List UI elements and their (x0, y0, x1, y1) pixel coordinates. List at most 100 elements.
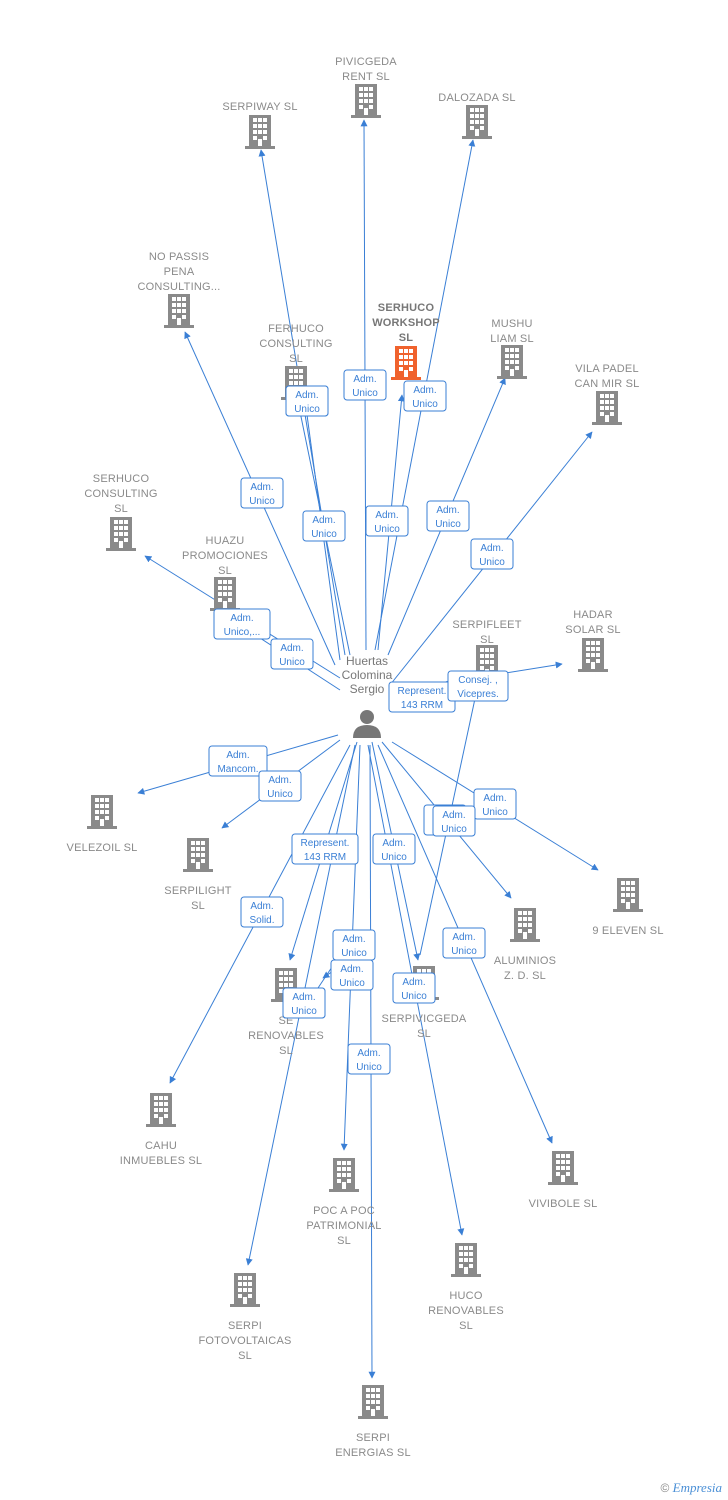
edge-label-box (432, 805, 476, 837)
edge-label-text: Adm.Unico (441, 810, 467, 835)
edge-label-text: Adm.Unico (291, 992, 317, 1017)
edge-label-text: Adm.Unico (381, 838, 407, 863)
edge-label-text: Represent.143 RRM (301, 838, 350, 863)
edge-label-mushu[interactable]: Adm.Unico (426, 500, 470, 532)
edge-label-huazu[interactable]: Adm.Unico (270, 638, 314, 670)
edge-label-box (332, 929, 376, 961)
edge-label-nineeleven[interactable]: Adm.Unico (473, 788, 517, 820)
edge-label-text: Adm.Unico,... (224, 613, 261, 638)
edge-label-text: Adm.Mancom. (217, 750, 258, 775)
edge-label-text: Adm.Unico (341, 934, 367, 959)
building-icon (183, 838, 213, 872)
edge-label-ferhuco[interactable]: Adm.Unico (302, 510, 346, 542)
edge-label-box (347, 1043, 391, 1075)
edge-label-box (270, 638, 314, 670)
company-node-nineeleven[interactable]: 9 ELEVEN SL (592, 878, 663, 937)
edge-label-text: Adm.Unico (249, 482, 275, 507)
building-icon (245, 115, 275, 149)
edge-label-serpivicgeda[interactable]: Adm.Unico (372, 833, 416, 865)
edge-label-box (258, 770, 302, 802)
edge-label-box (291, 833, 359, 865)
edge-label-box (365, 505, 409, 537)
edge-label-serhucoconsulting[interactable]: Adm.Unico,... (213, 608, 271, 640)
company-node-vivibole[interactable]: VIVIBOLE SL (529, 1151, 598, 1210)
edge-label-text: Adm.Unico (294, 390, 320, 415)
edge-label-hucorenovables[interactable]: Adm.Unico (392, 972, 436, 1004)
company-node-dalozada[interactable]: DALOZADA SL (438, 92, 516, 139)
edge-label-box (240, 477, 284, 509)
edge-label-box (343, 369, 387, 401)
edge-label-nopassis[interactable]: Adm.Unico (240, 477, 284, 509)
edge-label-vivibole[interactable]: Adm.Unico (442, 927, 486, 959)
copyright-symbol: © (660, 1481, 670, 1495)
company-label: DALOZADA SL (438, 92, 515, 104)
edge-label-text: Adm.Unico (311, 515, 337, 540)
edge-label-ferhuco[interactable]: Adm.Unico (285, 385, 329, 417)
company-node-serpiway[interactable]: SERPIWAY SL (222, 101, 297, 149)
edge-label-text: Adm.Unico (401, 977, 427, 1002)
edge-label-pocapoc[interactable]: Adm.Unico (332, 929, 376, 961)
edge-label-serpilight[interactable]: Adm.Unico (258, 770, 302, 802)
company-node-velezoil[interactable]: VELEZOIL SL (67, 795, 138, 854)
edge-label-hadar[interactable]: Consej. ,Vicepres. (447, 670, 509, 702)
edge-label-pivicgeda[interactable]: Adm.Unico (343, 369, 387, 401)
edge-label-text: Adm.Unico (479, 543, 505, 568)
edge-label-text: Adm.Unico (451, 932, 477, 957)
edge-label-text: Adm.Unico (352, 374, 378, 399)
edge-label-box (213, 608, 271, 640)
edge-label-text: Adm.Unico (482, 793, 508, 818)
edge-label-box (442, 927, 486, 959)
edge-label-cahu[interactable]: Adm.Solid. (240, 896, 284, 928)
edge-label-box (302, 510, 346, 542)
building-icon (510, 908, 540, 942)
edge-label-serhucoworkshop[interactable]: Adm.Unico (365, 505, 409, 537)
edge-label-box (447, 670, 509, 702)
edge-label-text: Adm.Unico (339, 964, 365, 989)
edge-label-serpifleet[interactable]: Represent.143 RRM (388, 681, 456, 713)
edge-label-serpifotovoltaicas[interactable]: Adm.Unico (282, 987, 326, 1019)
company-label: 9 ELEVEN SL (592, 925, 663, 937)
footer-brand[interactable]: © Empresia (660, 1480, 722, 1496)
edge-label-serpirenovables[interactable]: Adm.Unico (330, 959, 374, 991)
edge-label-dalozada[interactable]: Adm.Unico (403, 380, 447, 412)
edge-label-serpifleet[interactable]: Adm.Unico (432, 805, 476, 837)
edge-label-serpirenovables[interactable]: Represent.143 RRM (291, 833, 359, 865)
edge-label-vilapadel[interactable]: Adm.Unico (470, 538, 514, 570)
edge-label-velezoil[interactable]: Adm.Mancom. (208, 745, 268, 777)
edge-label-serpienergias[interactable]: Adm.Unico (347, 1043, 391, 1075)
building-icon (613, 878, 643, 912)
